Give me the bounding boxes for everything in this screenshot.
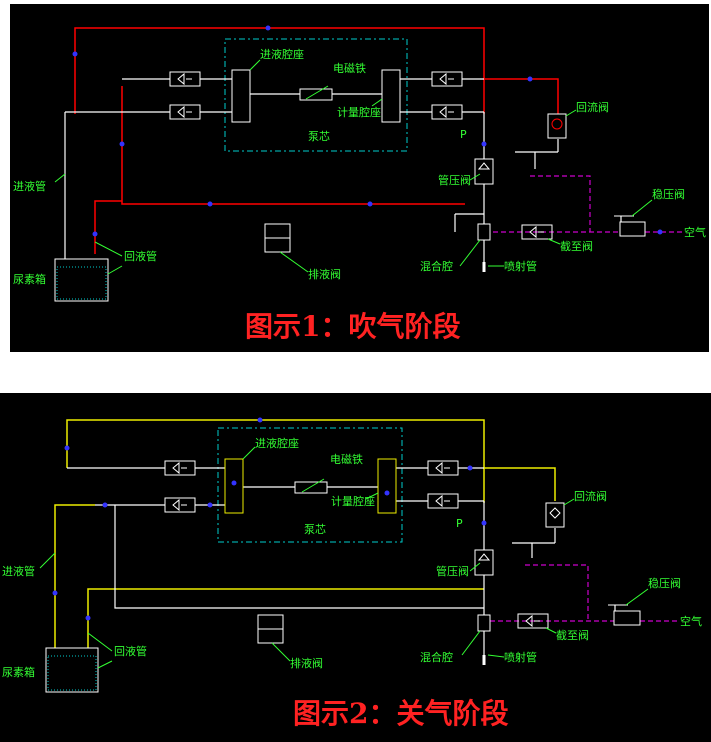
panel-title: 图示1：吹气阶段	[245, 310, 460, 343]
label-nozzle-pipe: 喷射管	[504, 259, 537, 273]
label-pump-core: 泵芯	[308, 129, 330, 143]
label-pipe-valve: 管压阀	[436, 564, 469, 578]
label-pipe-valve: 管压阀	[438, 173, 471, 187]
high-pressure-loop	[74, 27, 559, 254]
solenoid	[294, 481, 328, 494]
air-lines	[490, 564, 680, 622]
label-p-port: P	[456, 517, 463, 530]
label-metering-chamber: 计量腔座	[337, 105, 381, 119]
label-return-pipe: 回液管	[124, 249, 157, 263]
pipe-pressure-valve	[474, 158, 494, 185]
label-urea-tank: 尿素箱	[2, 665, 35, 679]
label-mixing-chamber: 混合腔	[420, 650, 453, 664]
label-return-pipe: 回液管	[114, 644, 147, 658]
label-urea-tank: 尿素箱	[13, 272, 46, 286]
pump-core-box	[217, 427, 403, 543]
high-pressure-loop	[54, 419, 556, 648]
mixing-chamber	[477, 223, 491, 241]
panel-title: 图示2：关气阶段	[293, 697, 508, 730]
return-valve	[547, 113, 567, 139]
pipe-pressure-valve	[474, 549, 494, 576]
inlet-chamber	[231, 69, 251, 123]
mixing-chamber	[477, 614, 491, 632]
label-air: 空气	[684, 225, 706, 239]
flow-arrows	[52, 417, 487, 621]
label-drain-valve: 排液阀	[290, 656, 323, 670]
label-solenoid: 电磁铁	[330, 453, 363, 466]
inlet-chamber	[224, 458, 244, 514]
label-solenoid: 电磁铁	[333, 62, 366, 75]
label-regulator: 稳压阀	[652, 187, 685, 201]
metering-chamber	[381, 69, 401, 123]
urea-tank	[45, 647, 99, 693]
solenoid	[299, 88, 333, 101]
check-valve-icon	[169, 71, 553, 240]
return-valve	[545, 502, 565, 528]
check-valve-icon	[164, 460, 549, 629]
label-return-valve: 回流阀	[576, 100, 609, 114]
leader-lines	[54, 59, 653, 275]
pump-core-box	[224, 38, 408, 152]
label-air: 空气	[680, 614, 702, 628]
label-mixing-chamber: 混合腔	[420, 259, 453, 273]
label-metering-chamber: 计量腔座	[331, 494, 375, 508]
metering-chamber	[377, 458, 397, 514]
label-drain-valve: 排液阀	[308, 267, 341, 281]
label-inlet-pipe: 进液管	[13, 179, 46, 193]
label-p-port: P	[460, 128, 467, 141]
urea-tank	[54, 258, 109, 302]
diagram-panel-closing: 进液腔座 电磁铁 计量腔座 泵芯 回流阀 P 管压阀 进液管 回液管 尿素箱 排…	[0, 393, 711, 742]
diagram-panel-blowing: 进液腔座 电磁铁 计量腔座 泵芯 回流阀 P 管压阀 进液管 回液管 尿素箱 排…	[10, 4, 709, 352]
flow-arrows	[72, 25, 663, 237]
label-inlet-chamber: 进液腔座	[255, 436, 299, 450]
leader-lines	[39, 446, 649, 669]
regulator-valve	[619, 221, 646, 237]
regulator-valve	[613, 610, 641, 626]
label-relief-valve: 截至阀	[556, 628, 589, 642]
label-return-valve: 回流阀	[574, 489, 607, 503]
air-lines	[493, 175, 682, 233]
label-nozzle-pipe: 喷射管	[504, 650, 537, 664]
label-inlet-pipe: 进液管	[2, 564, 35, 578]
label-regulator: 稳压阀	[648, 576, 681, 590]
label-relief-valve: 截至阀	[560, 239, 593, 253]
label-pump-core: 泵芯	[304, 522, 326, 536]
label-inlet-chamber: 进液腔座	[260, 47, 304, 61]
